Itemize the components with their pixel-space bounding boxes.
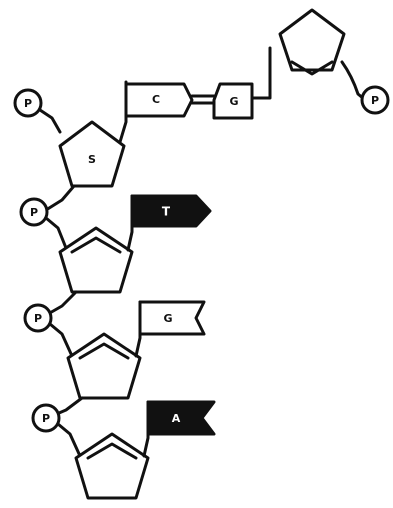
base-t-dark bbox=[132, 196, 210, 226]
base-a bbox=[148, 402, 214, 434]
phosphate-2-sugar-bond bbox=[46, 218, 66, 248]
base-g-partner-label: G bbox=[229, 95, 238, 108]
phosphate-1: P bbox=[15, 90, 41, 116]
phosphate-3: P bbox=[25, 305, 51, 331]
nucleotide-1: P S C bbox=[15, 82, 192, 210]
phosphate-3-sugar-bond bbox=[50, 324, 72, 356]
phosphate-1-sugar-bond bbox=[40, 110, 60, 132]
svg-text:P: P bbox=[371, 94, 379, 107]
base-g-middle-label: G bbox=[163, 312, 172, 325]
nucleotide-2: P T bbox=[21, 196, 210, 314]
phosphate-4: P bbox=[33, 405, 59, 431]
base-c-label: C bbox=[152, 93, 160, 106]
partner-sugar-base-bond bbox=[252, 48, 270, 98]
phosphate-4-sugar-bond bbox=[58, 424, 80, 456]
hydrogen-bond bbox=[192, 96, 214, 103]
phosphate-2: P bbox=[21, 199, 47, 225]
nucleotide-3: P G bbox=[25, 302, 204, 416]
partner-sugar-phosphate-bond bbox=[342, 62, 364, 99]
partner-nucleotide: P G bbox=[214, 10, 388, 118]
base-a-label: A bbox=[172, 412, 181, 425]
nucleotide-4: P A bbox=[33, 402, 214, 498]
svg-text:P: P bbox=[30, 206, 38, 219]
backbone-bond-2-3 bbox=[48, 292, 76, 314]
svg-text:P: P bbox=[24, 97, 32, 110]
svg-text:P: P bbox=[42, 412, 50, 425]
sugar-1-label: S bbox=[88, 153, 96, 166]
partner-sugar bbox=[280, 10, 344, 70]
backbone-bond-1-2 bbox=[46, 186, 74, 210]
partner-phosphate: P bbox=[362, 87, 388, 113]
svg-text:P: P bbox=[34, 312, 42, 325]
base-t-dark-label: T bbox=[162, 205, 171, 219]
